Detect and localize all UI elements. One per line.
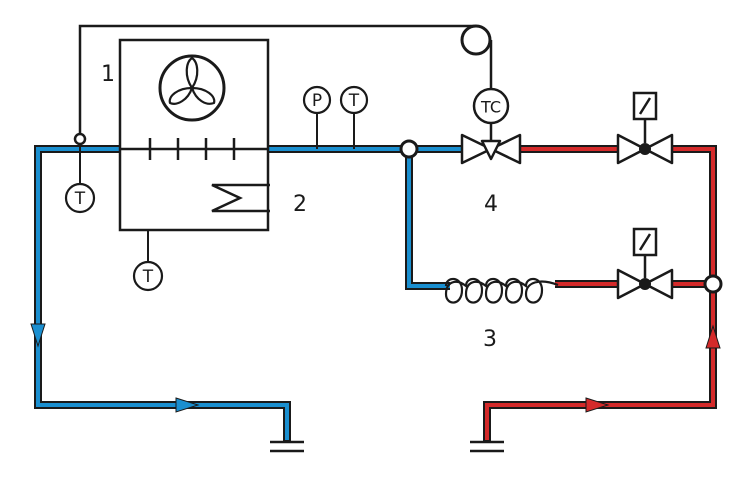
label-capillary: 3 <box>483 327 497 352</box>
label-condenser: 2 <box>293 192 307 217</box>
capillary-coil-icon <box>444 277 559 304</box>
label-unit: 1 <box>101 62 115 87</box>
flow-arrow-down <box>30 323 46 348</box>
temperature-sensor: T <box>132 260 164 292</box>
solenoid-valve-icon <box>616 227 674 300</box>
flow-arrow-right-cold <box>175 397 200 413</box>
control-wire <box>78 24 476 137</box>
junction-node <box>399 139 419 159</box>
ground-icon <box>470 440 504 453</box>
label-valve: 4 <box>484 192 498 217</box>
fan-icon <box>158 54 226 122</box>
cold-piping-fill <box>36 147 462 440</box>
control-valve-icon <box>460 133 522 165</box>
sensor-label: T <box>348 91 360 111</box>
sensor-label: T <box>74 189 86 209</box>
ground-icon <box>270 440 304 453</box>
fin-ticks <box>148 138 236 160</box>
flow-arrow-up <box>705 324 721 349</box>
junction-node <box>703 274 723 294</box>
temp-controller: TC <box>472 87 510 125</box>
sensor-label: P <box>312 91 322 111</box>
controller-label: TC <box>480 98 501 117</box>
temperature-sensor: T <box>64 182 96 214</box>
hot-piping-fill <box>485 147 715 440</box>
pressure-sensor: P <box>302 85 332 115</box>
temperature-sensor: T <box>339 85 369 115</box>
junction-node <box>73 132 87 146</box>
sensor-stems <box>79 113 355 262</box>
solenoid-valve-icon <box>616 91 674 165</box>
pulley-icon <box>460 24 492 56</box>
heater-coil-icon <box>211 183 270 213</box>
flow-arrow-right-hot <box>585 397 610 413</box>
sensor-label: T <box>142 267 154 287</box>
